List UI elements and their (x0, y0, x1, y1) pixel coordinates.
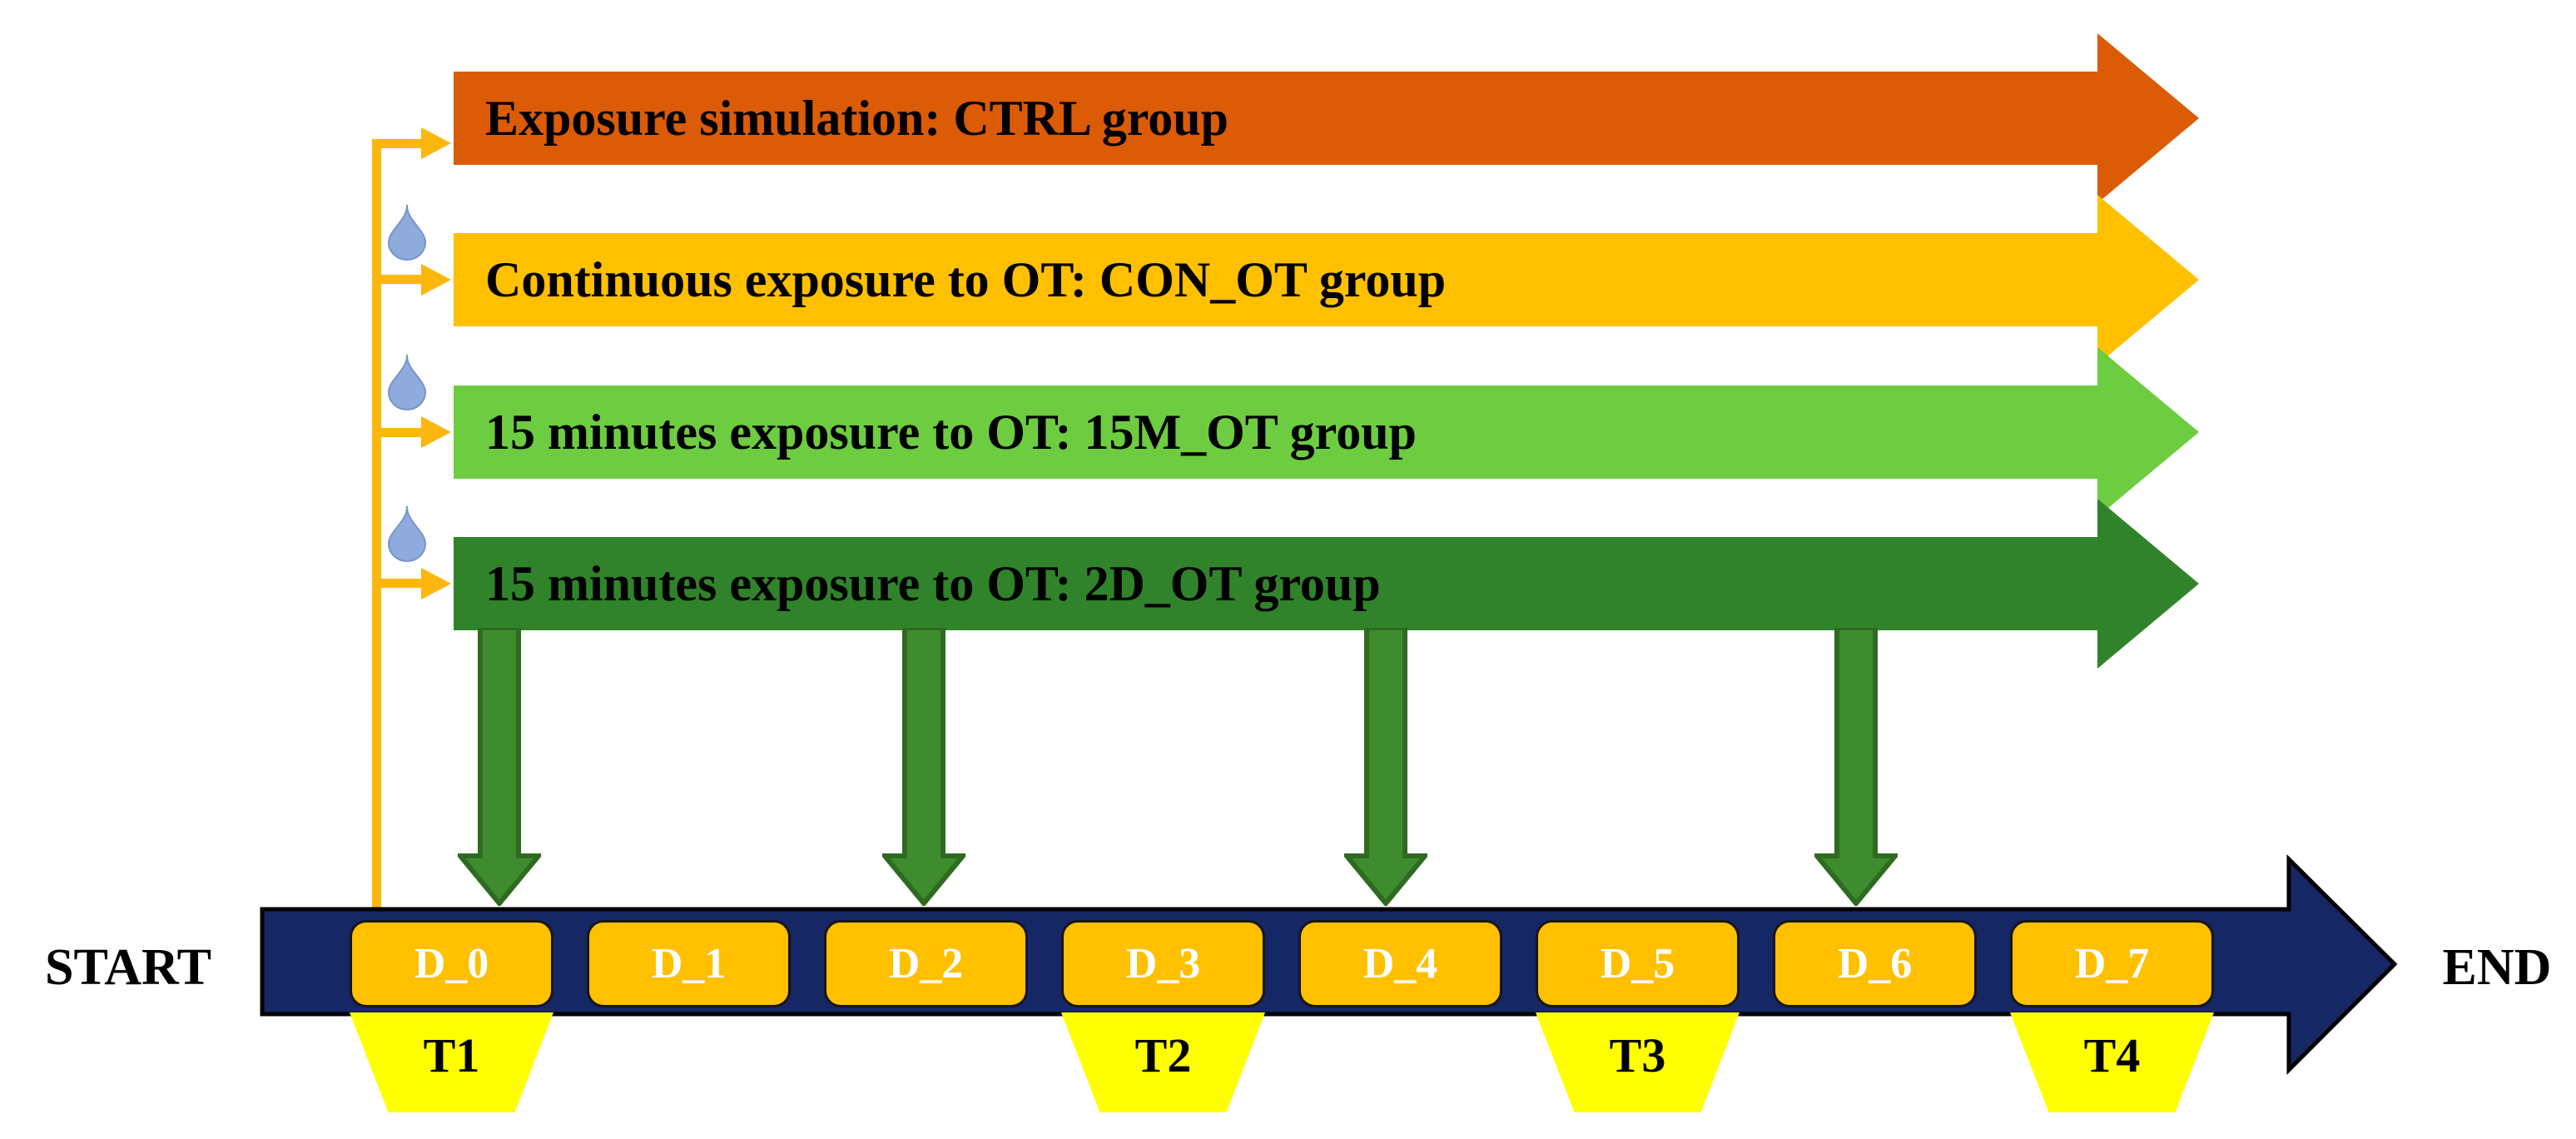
group-bar-arrowhead-icon (2097, 499, 2199, 669)
timepoint-label: T3 (1609, 1028, 1666, 1082)
timepoint-marker-t4: T4 (2010, 1012, 2214, 1112)
group-bar-label: 15 minutes exposure to OT: 2D_OT group (485, 555, 1381, 611)
droplet-icon (387, 204, 427, 261)
day-box: D_0 (350, 920, 553, 1007)
connector-arrowhead-icon (421, 416, 451, 448)
day-box: D_7 (2010, 920, 2214, 1007)
dose-arrow-icon-d0 (458, 628, 541, 906)
day-box: D_6 (1773, 920, 1977, 1007)
end-label: END (2442, 939, 2552, 996)
group-bar-arrowhead-icon (2097, 347, 2199, 517)
connector-arrowhead-icon (421, 264, 451, 296)
group-bar-label: 15 minutes exposure to OT: 15M_OT group (485, 404, 1417, 460)
droplet-icon (387, 505, 427, 562)
group-bar-conot: Continuous exposure to OT: CON_OT group (454, 233, 2097, 326)
droplet-icon (387, 354, 427, 410)
group-bar-label: Continuous exposure to OT: CON_OT group (485, 251, 1447, 307)
day-box: D_2 (824, 920, 1028, 1007)
connector-vertical-line (372, 139, 381, 909)
dose-arrow-icon-d2 (882, 628, 965, 906)
day-box: D_4 (1298, 920, 1502, 1007)
connector-branch-ctrl (372, 139, 423, 148)
timepoint-marker-t3: T3 (1536, 1012, 1740, 1112)
connector-arrowhead-icon (421, 568, 451, 599)
group-bar-arrowhead-icon (2097, 195, 2199, 365)
group-bar-label: Exposure simulation: CTRL group (485, 90, 1228, 146)
group-bar-arrowhead-icon (2097, 33, 2199, 203)
start-label: START (45, 939, 211, 996)
dose-arrow-icon-d6 (1814, 628, 1898, 906)
connector-branch-conot (372, 275, 423, 284)
connector-branch-15m (372, 428, 423, 437)
connector-branch-2d (372, 579, 423, 588)
connector-arrowhead-icon (421, 127, 451, 159)
group-bar-15m: 15 minutes exposure to OT: 15M_OT group (454, 385, 2097, 479)
dose-arrow-icon-d4 (1344, 628, 1427, 906)
day-box: D_5 (1536, 920, 1740, 1007)
day-box: D_3 (1061, 920, 1265, 1007)
day-box: D_1 (587, 920, 791, 1007)
timepoint-label: T4 (2083, 1028, 2141, 1082)
group-bar-ctrl: Exposure simulation: CTRL group (454, 72, 2097, 165)
timepoint-marker-t2: T2 (1061, 1012, 1265, 1112)
group-bar-2d: 15 minutes exposure to OT: 2D_OT group (454, 537, 2097, 630)
timepoint-label: T1 (423, 1028, 480, 1082)
timepoint-marker-t1: T1 (350, 1012, 553, 1112)
timepoint-label: T2 (1134, 1028, 1192, 1082)
